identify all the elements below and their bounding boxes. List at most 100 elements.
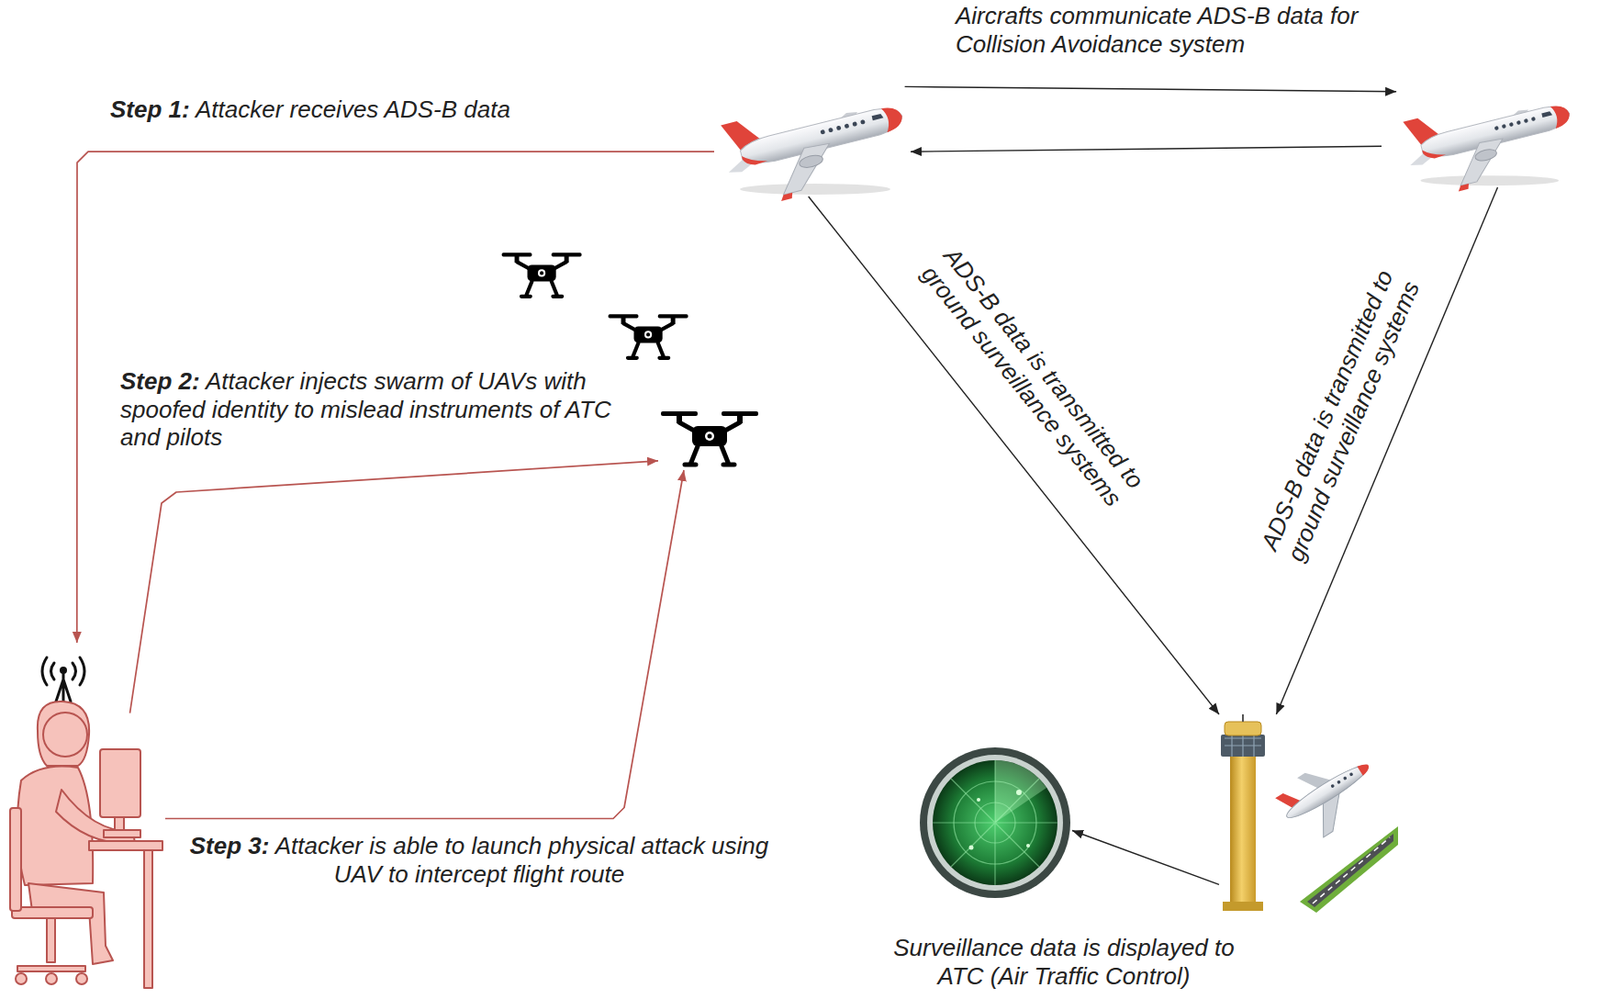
illustration-part [1501, 123, 1507, 129]
illustration-part [819, 129, 826, 135]
illustration-part [539, 270, 544, 275]
edge-label: Step 1: Attacker receives ADS-B data [108, 95, 627, 124]
connector-arrow [165, 469, 684, 819]
connector-arrow [808, 196, 1220, 715]
illustration-part [1336, 779, 1342, 784]
illustration-part [1330, 772, 1354, 789]
illustration-part [1420, 175, 1559, 186]
illustration-part [527, 264, 557, 281]
illustration-part [634, 325, 663, 343]
drone-icon [658, 407, 761, 470]
illustration-part [1494, 125, 1500, 131]
edge-label: ADS-B data is transmitted to ground surv… [894, 214, 1172, 539]
edge-label: Step 2: Attacker injects swarm of UAVs w… [118, 367, 637, 452]
illustration-part [969, 789, 1031, 851]
illustration-part [1222, 901, 1264, 911]
illustration-part [623, 323, 673, 359]
illustration-part [1523, 118, 1529, 124]
illustration-part [1516, 120, 1522, 125]
airplane-illustration [714, 84, 911, 197]
drone-icon [608, 313, 689, 359]
illustration-part [827, 127, 834, 134]
illustration-part [995, 760, 1047, 823]
radar-node: Surveillance data is displayed to ATC (A… [917, 744, 1073, 901]
control-tower-illustration [1219, 714, 1399, 915]
illustration-part [1349, 772, 1354, 777]
illustration-part [1299, 826, 1399, 913]
illustration-part [881, 103, 906, 133]
illustration-part [679, 422, 740, 465]
illustration-part [1220, 734, 1265, 757]
illustration-part [1272, 741, 1388, 848]
illustration-part [37, 701, 90, 766]
illustration-part [1230, 754, 1256, 906]
drone-node [658, 407, 761, 470]
connector-arrow [1072, 830, 1220, 885]
illustration-part [1224, 721, 1262, 736]
illustration-part [43, 712, 88, 757]
illustration-part [919, 747, 1071, 898]
step-number: Step 3: [190, 831, 270, 860]
illustration-part [860, 119, 866, 125]
edge-label: Aircrafts communicate ADS-B data for Col… [953, 1, 1389, 58]
illustration-part [46, 917, 56, 963]
illustration-part [89, 840, 163, 851]
illustration-part [100, 749, 141, 817]
illustration-part [969, 845, 974, 851]
radar-screen-illustration [917, 744, 1073, 901]
illustration-part [1509, 122, 1514, 127]
illustration-part [1531, 116, 1536, 122]
illustration-part [1241, 714, 1244, 722]
illustration-part [10, 807, 22, 911]
drone-icon [502, 252, 582, 297]
illustration-part [11, 906, 93, 918]
attacker-illustration [4, 642, 166, 995]
edge-group [77, 86, 1499, 884]
airplane-node [1381, 84, 1593, 188]
illustration-part [932, 760, 1058, 885]
connector-arrow [910, 145, 1382, 152]
airplane-illustration [1381, 84, 1593, 188]
illustration-part [704, 431, 715, 441]
illustration-part [17, 965, 86, 972]
illustration-part [780, 192, 795, 202]
illustration-part [927, 754, 1063, 891]
illustration-part [1224, 734, 1262, 757]
illustration-part [1342, 775, 1348, 781]
illustration-part [45, 973, 57, 985]
illustration-part [1550, 102, 1573, 129]
illustration-part [819, 119, 865, 135]
connector-arrow [130, 460, 660, 714]
illustration-part [1474, 147, 1499, 163]
illustration-part [1356, 760, 1372, 776]
illustration-part [1307, 833, 1394, 907]
illustration-part [692, 425, 728, 447]
illustration-part [28, 883, 113, 964]
airplane-node [714, 84, 911, 197]
illustration-part [103, 829, 141, 838]
illustration-part [773, 141, 840, 195]
connector-arrow [905, 86, 1398, 91]
illustration-part [716, 81, 915, 212]
illustration-part [55, 673, 71, 702]
illustration-part [1421, 145, 1446, 161]
node-caption: Surveillance data is displayed to ATC (A… [875, 933, 1253, 990]
illustration-part [537, 268, 546, 277]
illustration-part [646, 332, 650, 336]
illustration-part [1451, 136, 1511, 186]
illustration-part [644, 330, 652, 338]
illustration-part [144, 850, 153, 988]
illustration-part [836, 124, 842, 131]
illustration-part [844, 123, 851, 129]
illustration-part [872, 112, 884, 121]
connector-arrow [77, 151, 715, 643]
attacker-node [4, 642, 166, 995]
illustration-part [10, 701, 163, 988]
illustration-part [1312, 837, 1390, 904]
illustration-part [1457, 183, 1471, 191]
illustration-part [1399, 82, 1582, 202]
step-number: Step 2: [120, 367, 201, 395]
illustration-part [1282, 759, 1373, 824]
step-number: Step 1: [110, 95, 191, 124]
illustration-part [1016, 789, 1022, 795]
